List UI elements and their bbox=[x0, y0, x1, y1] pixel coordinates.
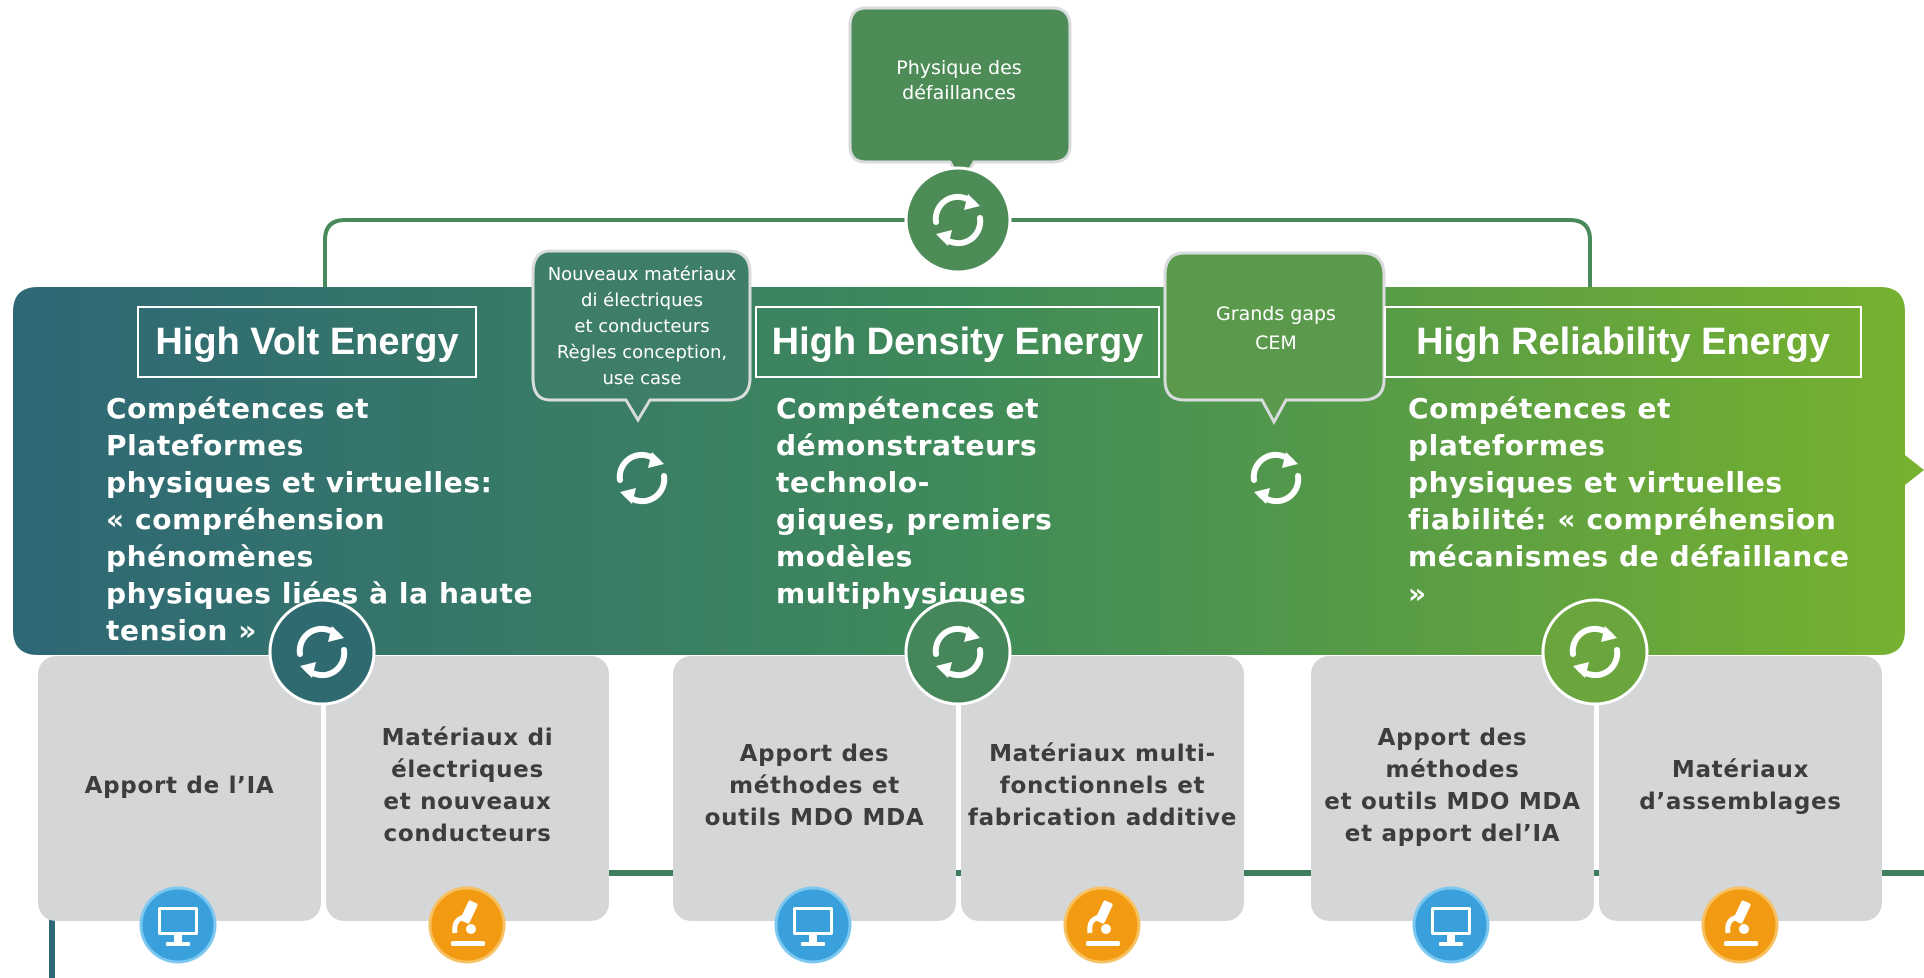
sub-box bbox=[673, 656, 956, 921]
sub-box-label-line: et outils MDO MDA bbox=[1324, 789, 1581, 815]
right-bubble-line: CEM bbox=[1255, 332, 1297, 354]
sub-box-label: Apport des méthodes et outils MDO MDA bbox=[673, 711, 956, 861]
sub-box-label-line: et apport del’IA bbox=[1344, 821, 1561, 847]
top-bubble-text: Physique des défaillances bbox=[866, 56, 1052, 106]
description-line: démonstrateurs technolo- bbox=[776, 429, 1038, 499]
right-bubble bbox=[1163, 251, 1386, 426]
description-line: Compétences et Plateformes bbox=[106, 392, 370, 462]
panel-title-high-volt: High Volt Energy bbox=[137, 306, 477, 378]
left-bubble-line: di électriques bbox=[581, 290, 703, 311]
right-bubble-line: Grands gaps bbox=[1216, 303, 1336, 325]
sub-box-label: Matériaux d’assemblages bbox=[1599, 711, 1882, 861]
description-line: « compréhension phénomènes bbox=[106, 503, 385, 573]
left-bubble bbox=[531, 249, 752, 423]
left-bubble-line: Nouveaux matériaux bbox=[547, 264, 737, 285]
sub-box-label-line: d’assemblages bbox=[1639, 789, 1842, 815]
panel-description-high-density: Compétences et démonstrateurs technolo- … bbox=[776, 390, 1196, 612]
description-line: tension » bbox=[106, 614, 257, 647]
left-bubble-text: Nouveaux matériaux di électriques et con… bbox=[533, 262, 751, 392]
sub-box-label-line: Apport des bbox=[739, 741, 890, 767]
description-line: physiques et virtuelles bbox=[1408, 466, 1783, 499]
description-line: fiabilité: « compréhension bbox=[1408, 503, 1837, 536]
sub-box-label-line: Matériaux multi- bbox=[989, 741, 1216, 767]
description-line: Compétences et bbox=[776, 392, 1040, 425]
sub-box-label: Apport des méthodes et outils MDO MDA et ap… bbox=[1311, 711, 1594, 861]
left-bubble-line: Règles conception, bbox=[556, 342, 728, 363]
sub-box bbox=[38, 656, 321, 921]
left-bubble-line: et conducteurs bbox=[574, 316, 710, 337]
sub-box-label-line: méthodes et bbox=[729, 773, 900, 799]
computer-icon bbox=[139, 886, 217, 964]
sub-box-label-line: Apport de l’IA bbox=[84, 773, 275, 799]
sub-box-label-line: conducteurs bbox=[383, 821, 552, 847]
description-line: physiques et virtuelles: bbox=[106, 466, 493, 499]
microscope-icon bbox=[1063, 886, 1141, 964]
cycle-arrows-icon bbox=[616, 451, 668, 505]
microscope-icon bbox=[428, 886, 506, 964]
panel-description-high-reliability: Compétences et plateformes physiques et … bbox=[1408, 390, 1878, 612]
cycle-arrows-icon bbox=[904, 166, 1012, 274]
cycle-arrows-icon bbox=[1541, 598, 1649, 706]
sub-box-label-line: Apport des bbox=[1377, 725, 1528, 751]
computer-icon bbox=[774, 886, 852, 964]
cycle-arrows-icon bbox=[268, 598, 376, 706]
left-bubble-line: use case bbox=[602, 368, 682, 389]
right-bubble-text: Grands gaps CEM bbox=[1165, 300, 1387, 358]
sub-box bbox=[1311, 656, 1594, 921]
top-bubble-line: défaillances bbox=[902, 82, 1016, 104]
sub-box-label-line: méthodes bbox=[1385, 757, 1520, 783]
sub-box-label: Matériaux multi-fonctionnels et fabricati… bbox=[961, 711, 1244, 861]
cycle-arrows-icon bbox=[904, 598, 1012, 706]
description-line: giques, premiers modèles bbox=[776, 503, 1053, 573]
cycle-arrows-icon bbox=[1250, 451, 1302, 505]
sub-box-label: Apport de l’IA bbox=[38, 711, 321, 861]
sub-box-label-line: Matériaux di bbox=[381, 725, 554, 751]
panel-title-high-reliability: High Reliability Energy bbox=[1384, 306, 1862, 378]
top-bubble-line: Physique des bbox=[896, 57, 1022, 79]
microscope-icon bbox=[1701, 886, 1779, 964]
sub-box-label-line: fabrication additive bbox=[967, 805, 1238, 831]
sub-box-label-line: et nouveaux bbox=[383, 789, 552, 815]
description-line: mécanismes de défaillance » bbox=[1408, 540, 1850, 610]
sub-box-label-line: électriques bbox=[391, 757, 544, 783]
sub-box-label-line: fonctionnels et bbox=[999, 773, 1206, 799]
sub-box bbox=[326, 656, 609, 921]
sub-box-label-line: Matériaux bbox=[1671, 757, 1810, 783]
description-line: multiphysiques bbox=[776, 577, 1027, 610]
sub-box bbox=[1599, 656, 1882, 921]
panel-description-high-volt: Compétences et Plateformes physiques et … bbox=[106, 390, 556, 649]
description-line: Compétences et plateformes bbox=[1408, 392, 1672, 462]
panel-title-high-density: High Density Energy bbox=[755, 306, 1160, 378]
computer-icon bbox=[1412, 886, 1490, 964]
sub-box-label-line: outils MDO MDA bbox=[704, 805, 925, 831]
sub-box-label: Matériaux di électriques et nouveaux conduc… bbox=[326, 711, 609, 861]
sub-box bbox=[961, 656, 1244, 921]
